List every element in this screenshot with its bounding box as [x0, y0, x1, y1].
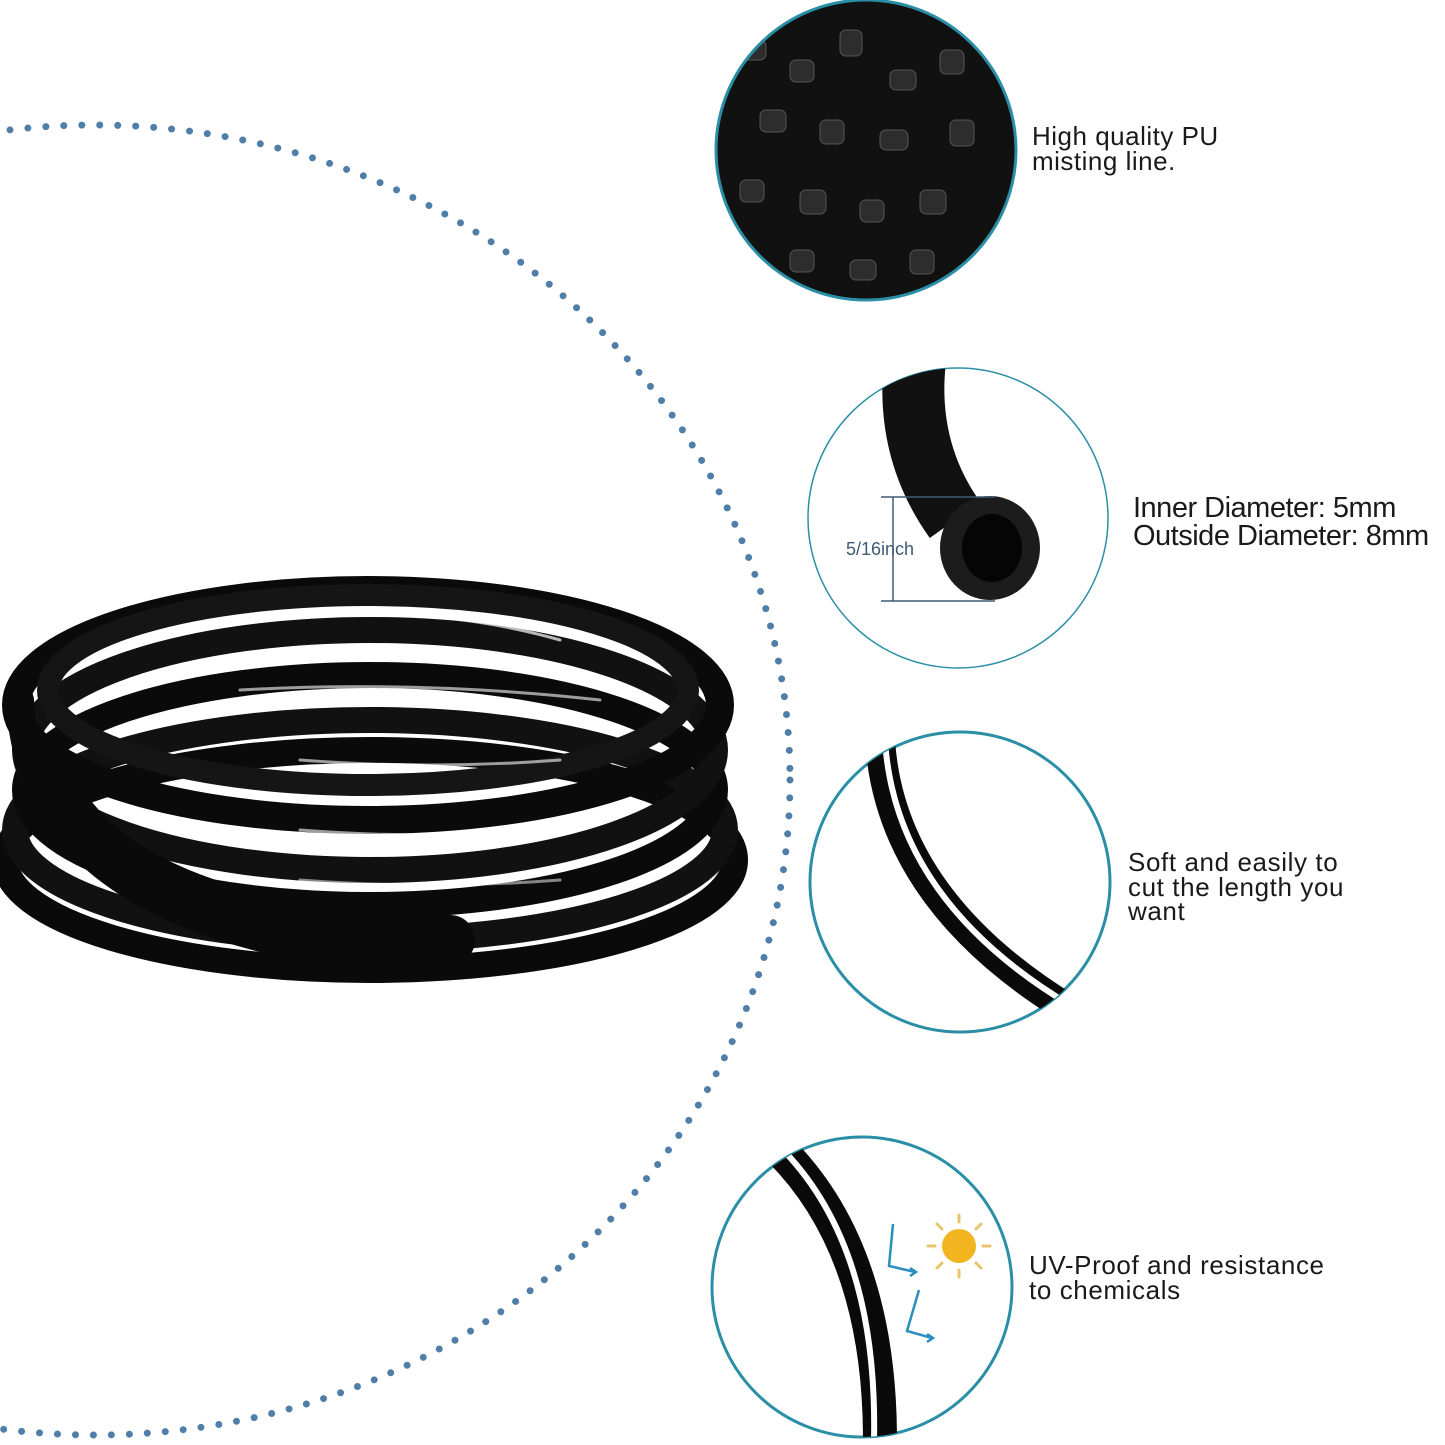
feature-text: Soft and easily to	[1128, 847, 1339, 877]
sun-icon	[926, 1213, 992, 1279]
feature-uv-proof: UV-Proof and resistance to chemicals	[1029, 1250, 1325, 1305]
feature-text: High quality PU	[1032, 121, 1219, 151]
pu-pellets-image	[714, 0, 1018, 302]
arrow-icon	[887, 1223, 936, 1344]
feature-text: want	[1128, 896, 1186, 927]
feature-text: Inner Diameter: 5mm	[1133, 492, 1396, 524]
feature-diameter: Inner Diameter: 5mm Outside Diameter: 8m…	[1133, 492, 1429, 552]
flexible-tube-image	[808, 730, 1112, 1034]
feature-text: cut the length you	[1128, 871, 1345, 902]
uv-proof-image	[710, 1135, 1014, 1439]
feature-soft: Soft and easily to cut the length you wa…	[1128, 847, 1345, 927]
feature-text: to chemicals	[1029, 1274, 1181, 1305]
feature-pu-quality: High quality PU misting line.	[1032, 121, 1219, 176]
tube-cross-section-image	[807, 367, 1109, 669]
feature-text: Outside Diameter: 8mm	[1133, 519, 1429, 552]
dotted-arc	[0, 121, 794, 1439]
tube-coil-image	[0, 576, 748, 983]
feature-text: misting line.	[1032, 145, 1176, 176]
dimension-label: 5/16inch	[846, 539, 915, 559]
feature-text: UV-Proof and resistance	[1029, 1250, 1325, 1280]
dimension-marker	[881, 496, 995, 602]
